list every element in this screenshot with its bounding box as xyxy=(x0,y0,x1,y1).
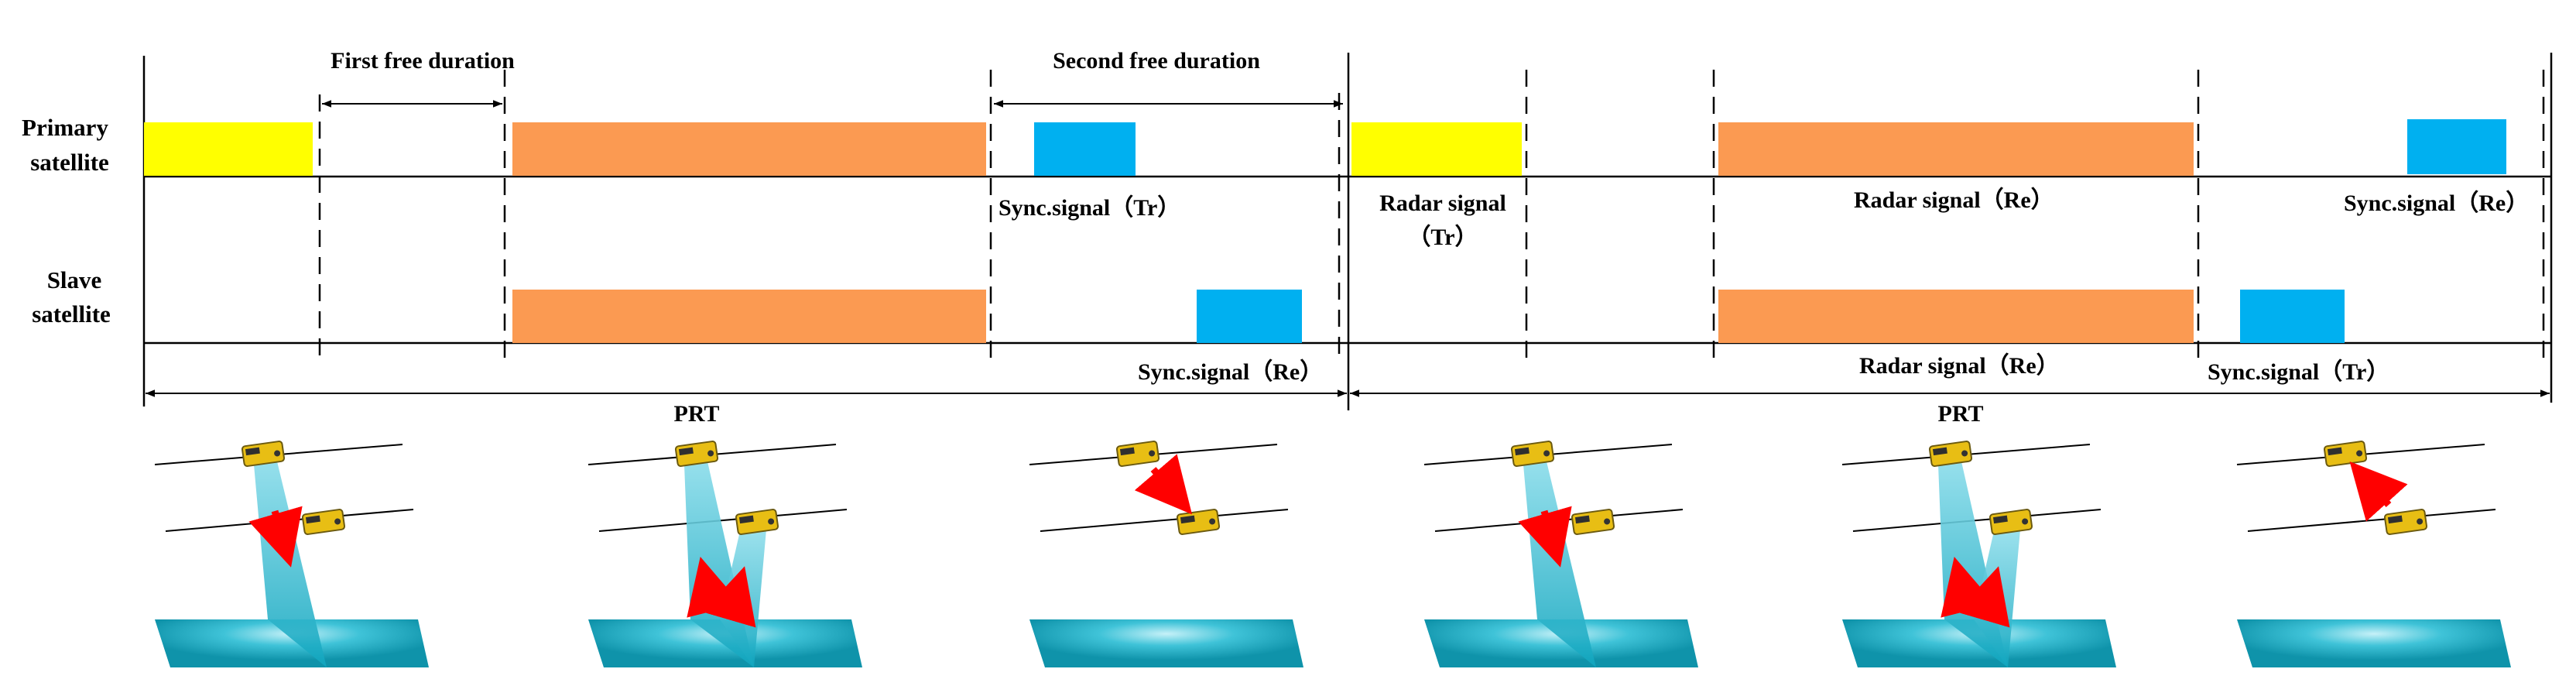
primary-sync-re-block xyxy=(2407,119,2506,174)
satellite-icon xyxy=(301,509,346,535)
satellite-icon xyxy=(2383,509,2428,535)
satellite-body xyxy=(241,441,286,467)
slave-orbit-line xyxy=(1852,509,2102,532)
satellite-icon xyxy=(1571,509,1615,535)
satellite-lens xyxy=(274,450,281,457)
satellite-icon xyxy=(1928,441,1973,467)
primary-radar-re-label: Radar signal（Re） xyxy=(1854,187,2054,213)
satellite-lens xyxy=(707,450,714,457)
satellite-panel xyxy=(1514,447,1530,456)
ground-surface xyxy=(1029,619,1303,667)
slave-sync-tr-block xyxy=(2240,290,2345,343)
slave-orbit-line xyxy=(2247,509,2496,532)
satellite-lens xyxy=(2022,518,2029,525)
second-free-duration-label: Second free duration xyxy=(1053,48,1260,74)
satellite-icon xyxy=(241,441,286,467)
ground-surface xyxy=(2237,619,2511,667)
satellite-lens xyxy=(1209,518,1216,525)
satellite-body xyxy=(1510,441,1555,467)
satellite-icon xyxy=(674,441,719,467)
satellite-body xyxy=(2323,441,2368,467)
primary-sync-tr-label: Sync.signal（Tr） xyxy=(999,194,1180,221)
illustration-panel xyxy=(587,441,862,667)
satellite-panel xyxy=(678,447,694,456)
primary-radar-tr-label-line2: （Tr） xyxy=(1407,224,1478,250)
satellite-lens xyxy=(1543,450,1550,457)
primary-radar-re-block xyxy=(512,122,986,176)
illustration-panel xyxy=(2236,441,2511,667)
satellite-body xyxy=(1571,509,1615,535)
slave-orbit-line xyxy=(598,509,848,532)
satellite-body xyxy=(301,509,346,535)
signal-arrow xyxy=(1956,566,2010,628)
illustration-panel xyxy=(1423,441,1698,667)
ground-surface xyxy=(1424,619,1698,667)
satellite-panel xyxy=(1932,447,1947,456)
satellite-lens xyxy=(334,518,341,525)
illustration-panel xyxy=(154,441,429,667)
prt-label-left: PRT xyxy=(674,401,720,427)
ground-surface xyxy=(155,619,429,667)
satellite-icon xyxy=(2323,441,2368,467)
signal-arrow xyxy=(702,566,756,628)
satellite-panel xyxy=(245,447,260,456)
signal-arrow xyxy=(1518,506,1572,568)
geometry-illustrations xyxy=(154,441,2511,667)
slave-sync-tr-label: Sync.signal（Tr） xyxy=(2208,359,2389,385)
satellite-icon xyxy=(1176,509,1221,535)
slave-sync-re-label: Sync.signal（Re） xyxy=(1138,359,1323,385)
satellite-panel xyxy=(305,515,320,524)
satellite-body xyxy=(1176,509,1221,535)
satellite-lens xyxy=(768,518,775,525)
slave-label-line1: Slave xyxy=(47,266,102,293)
primary-sync-re-label: Sync.signal（Re） xyxy=(2344,190,2529,216)
illustration-panel xyxy=(1841,441,2116,667)
satellite-icon xyxy=(735,509,779,535)
slave-radar-re-label: Radar signal（Re） xyxy=(1859,352,2060,379)
satellite-lens xyxy=(2356,450,2363,457)
primary-label-line2: satellite xyxy=(30,149,109,176)
signal-arrow xyxy=(2349,461,2408,522)
slave-radar-re-block xyxy=(512,290,986,343)
satellite-icon xyxy=(1989,509,2033,535)
slave-label-line2: satellite xyxy=(32,300,111,328)
primary-radar-re-block xyxy=(1718,122,2194,176)
satellite-body xyxy=(1928,441,1973,467)
satellite-lens xyxy=(2417,518,2424,525)
satellite-icon xyxy=(1115,441,1160,467)
satellite-body xyxy=(735,509,779,535)
satellite-lens xyxy=(1961,450,1968,457)
satellite-panel xyxy=(738,515,754,524)
first-free-duration-label: First free duration xyxy=(331,48,515,74)
signal-arrow xyxy=(1134,454,1193,515)
primary-radar-tr-block xyxy=(1351,122,1522,176)
satellite-panel xyxy=(1119,447,1135,456)
signal-arrow xyxy=(248,506,303,568)
slave-radar-re-block xyxy=(1718,290,2194,343)
satellite-panel xyxy=(1992,515,2008,524)
satellite-panel xyxy=(2327,447,2342,456)
satellite-lens xyxy=(1604,518,1611,525)
primary-label-line1: Primary xyxy=(22,114,108,141)
satellite-panel xyxy=(1574,515,1590,524)
primary-sync-tr-block xyxy=(1034,122,1136,176)
slave-orbit-line xyxy=(1040,509,1289,532)
satellite-panel xyxy=(1180,515,1195,524)
primary-radar-tr-block xyxy=(144,122,313,176)
satellite-icon xyxy=(1510,441,1555,467)
dashed-boundaries xyxy=(318,70,2545,364)
satellite-body xyxy=(674,441,719,467)
primary-radar-tr-label-line1: Radar signal xyxy=(1379,190,1506,216)
illustration-panel xyxy=(1029,441,1303,667)
prt-label-right: PRT xyxy=(1938,401,1984,427)
slave-sync-re-block xyxy=(1197,290,1302,343)
satellite-body xyxy=(1989,509,2033,535)
